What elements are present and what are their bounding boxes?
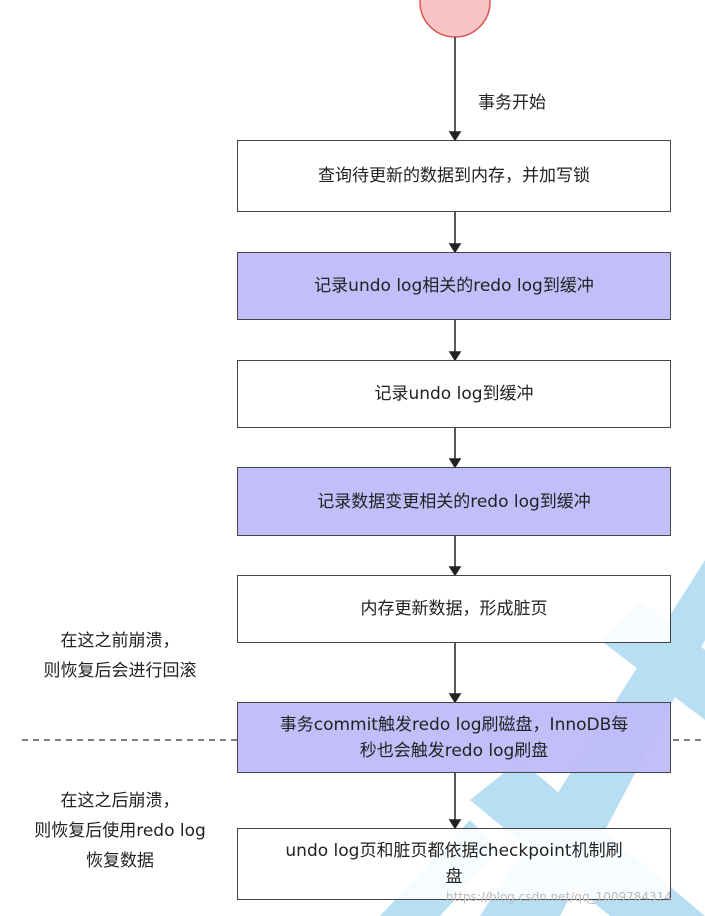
step-text: 查询待更新的数据到内存，并加写锁	[318, 166, 590, 186]
step-text: 记录数据变更相关的redo log到缓冲	[317, 491, 591, 512]
step-text: 记录undo log到缓冲	[374, 384, 534, 404]
note-line: 在这之前崩溃，	[60, 631, 180, 651]
step-box: 内存更新数据，形成脏页	[237, 575, 671, 643]
after-crash-note: 在这之后崩溃， 则恢复后使用redo log 恢复数据	[10, 786, 230, 876]
start-label: 事务开始	[478, 93, 546, 113]
note-line: 则恢复后会进行回滚	[43, 661, 197, 681]
step-box: 查询待更新的数据到内存，并加写锁	[237, 140, 671, 212]
step-box: undo log页和脏页都依据checkpoint机制刷盘	[237, 828, 671, 900]
step-box: 记录数据变更相关的redo log到缓冲	[237, 467, 671, 536]
note-line: 在这之后崩溃，	[60, 791, 180, 811]
step-box: 事务commit触发redo log刷磁盘，InnoDB每秒也会触发redo l…	[237, 702, 671, 773]
watermark-url: https://blog.csdn.net/qq_1009784314	[446, 890, 672, 904]
step-text: 内存更新数据，形成脏页	[360, 599, 548, 619]
note-line: 则恢复后使用redo log	[34, 821, 206, 841]
arrows	[448, 37, 462, 830]
step-text: undo log页和脏页都依据checkpoint机制刷盘	[285, 841, 623, 887]
start-node	[419, 0, 491, 38]
step-text: 事务commit触发redo log刷磁盘，InnoDB每秒也会触发redo l…	[279, 714, 629, 761]
before-crash-note: 在这之前崩溃， 则恢复后会进行回滚	[20, 626, 220, 686]
step-box: 记录undo log相关的redo log到缓冲	[237, 252, 671, 320]
step-text: 记录undo log相关的redo log到缓冲	[314, 276, 594, 296]
step-box: 记录undo log到缓冲	[237, 360, 671, 428]
note-line: 恢复数据	[86, 851, 154, 871]
